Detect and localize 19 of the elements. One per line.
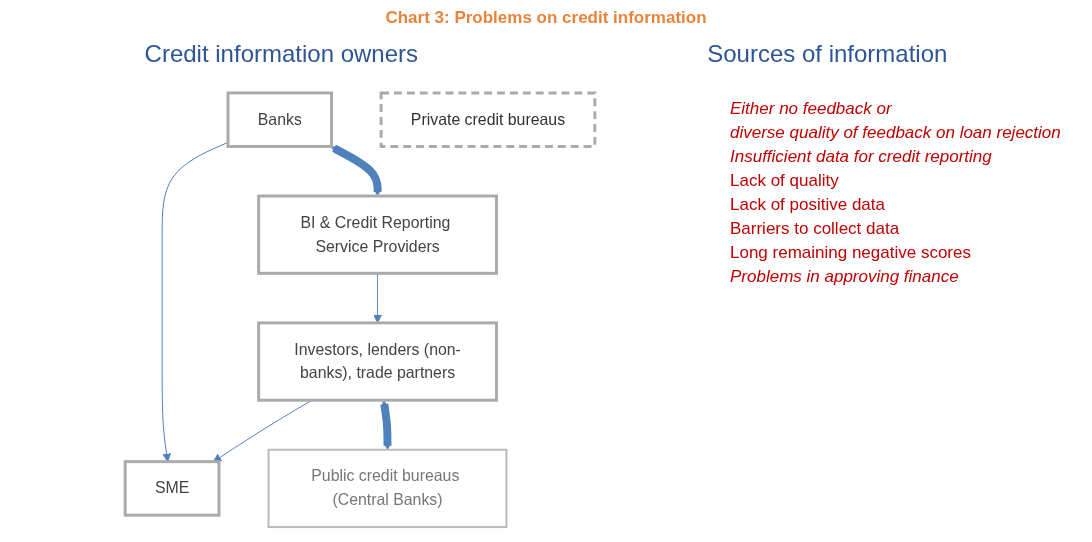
- column-heading: Sources of information: [707, 40, 948, 68]
- node-box: Banks: [226, 91, 334, 148]
- node-box: Private credit bureaus: [379, 91, 597, 148]
- arrow: [380, 400, 392, 451]
- node-box: BI & Credit Reporting Service Providers: [257, 194, 498, 275]
- problem-note: Long remaining negative scores: [730, 243, 972, 263]
- problem-note: Insufficient data for credit reporting: [730, 147, 993, 167]
- chart-title: Chart 3: Problems on credit information: [384, 8, 708, 28]
- problem-note: Problems in approving finance: [730, 267, 960, 287]
- problem-note: diverse quality of feedback on loan rejection: [730, 123, 1062, 143]
- problem-note: Lack of positive data: [730, 195, 886, 215]
- node-box: SME: [123, 460, 221, 517]
- node-box: Public credit bureaus (Central Banks): [267, 448, 508, 529]
- problem-note: Either no feedback or: [730, 99, 893, 119]
- arrow: [330, 144, 382, 197]
- problem-note: Barriers to collect data: [730, 219, 901, 239]
- problem-note: Lack of quality: [730, 171, 840, 191]
- node-box: Investors, lenders (non-banks), trade partners: [257, 321, 498, 402]
- column-heading: Credit information owners: [144, 40, 419, 68]
